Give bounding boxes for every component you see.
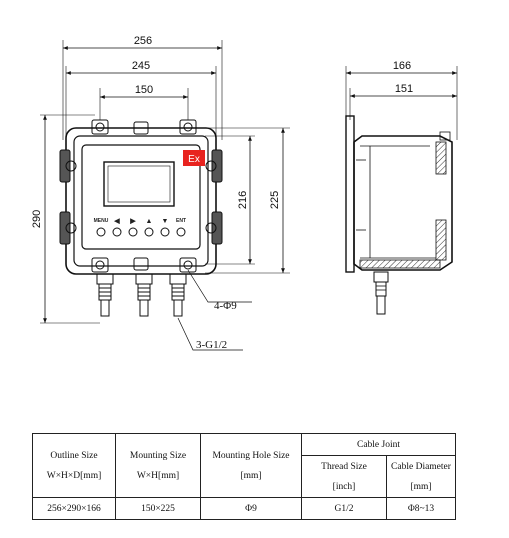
header-mounting-size-line1: Mounting Size bbox=[129, 450, 187, 461]
ex-mark-label: Ex bbox=[188, 154, 200, 165]
cell-outline-size: 256×290×166 bbox=[32, 497, 116, 520]
dim-body-depth: 151 bbox=[395, 83, 413, 95]
dim-overall-width: 256 bbox=[134, 35, 152, 47]
header-mounting-size-line2: W×H[mm] bbox=[136, 470, 180, 481]
note-cable-threads: 3-G1/2 bbox=[196, 339, 227, 351]
header-thread-size-line2: [inch] bbox=[332, 481, 356, 492]
header-outline-size: Outline Size W×H×D[mm] bbox=[32, 433, 116, 498]
dim-body-width: 245 bbox=[132, 60, 150, 72]
dim-mount-width: 150 bbox=[135, 84, 153, 96]
button-label-left: ◀ bbox=[113, 218, 120, 225]
dim-mount-height: 216 bbox=[237, 191, 249, 209]
cell-mounting-hole-size: Φ9 bbox=[200, 497, 302, 520]
button-label-down: ▼ bbox=[162, 218, 169, 225]
header-mounting-size: Mounting Size W×H[mm] bbox=[115, 433, 201, 498]
ex-mark-badge bbox=[183, 150, 205, 166]
header-mounting-hole-size: Mounting Hole Size [mm] bbox=[200, 433, 302, 498]
header-thread-size-line1: Thread Size bbox=[321, 461, 367, 472]
dim-body-height: 225 bbox=[269, 191, 281, 209]
header-cable-diameter-line1: Cable Diameter bbox=[391, 461, 451, 472]
header-thread-size: Thread Size [inch] bbox=[301, 455, 387, 498]
button-label-ent: ENT bbox=[176, 218, 186, 224]
button-label-up: ▲ bbox=[146, 218, 153, 225]
side-view bbox=[345, 66, 458, 315]
header-mounting-hole-size-line2: [mm] bbox=[240, 470, 262, 481]
cell-thread-size: G1/2 bbox=[301, 497, 387, 520]
header-cable-diameter: Cable Diameter [mm] bbox=[386, 455, 456, 498]
dim-height: 290 bbox=[31, 210, 43, 228]
header-outline-size-line2: W×H×D[mm] bbox=[46, 470, 102, 481]
header-outline-size-line1: Outline Size bbox=[50, 450, 98, 461]
header-cable-diameter-line2: [mm] bbox=[410, 481, 432, 492]
button-label-right: ▶ bbox=[129, 218, 136, 225]
header-cable-joint: Cable Joint bbox=[301, 433, 456, 456]
cell-cable-diameter: Φ8~13 bbox=[386, 497, 456, 520]
spec-table: Outline Size W×H×D[mm] Mounting Size W×H… bbox=[32, 433, 456, 520]
dim-depth: 166 bbox=[393, 60, 411, 72]
technical-drawing: Ex MENU ◀ ▶ ▲ ▼ ENT 256 245 150 290 216 … bbox=[31, 35, 458, 351]
cell-mounting-size: 150×225 bbox=[115, 497, 201, 520]
note-mounting-holes: 4-Φ9 bbox=[214, 300, 237, 312]
front-view bbox=[40, 40, 290, 351]
header-mounting-hole-size-line1: Mounting Hole Size bbox=[212, 450, 290, 461]
button-label-menu: MENU bbox=[94, 218, 109, 224]
